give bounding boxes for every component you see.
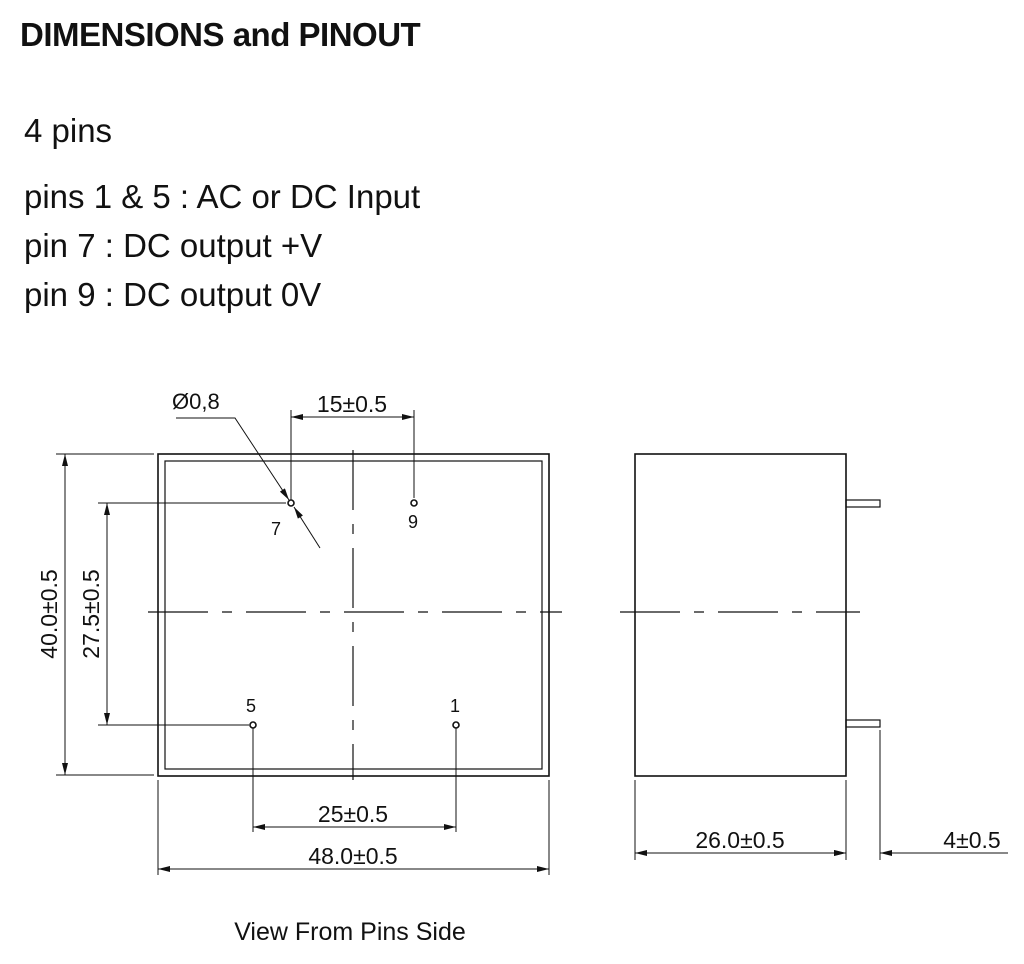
pin-1-hole [452,721,460,729]
pin-9-label: 9 [408,512,418,532]
pin-description-input: pins 1 & 5 : AC or DC Input [24,178,421,215]
front-view [56,410,562,875]
pin-9-hole [410,499,418,507]
hole-diameter-leader [176,417,290,501]
module-side-outline [634,453,847,777]
hole-diameter-label: Ø0,8 [172,389,220,414]
overall-width-label: 48.0±0.5 [308,843,397,869]
pin-5-label: 5 [246,696,256,716]
pin-description-list: pins 1 & 5 : AC or DC Input pin 7 : DC o… [24,172,420,319]
view-caption: View From Pins Side [234,918,466,946]
top-pin-spacing-label: 15±0.5 [317,391,387,417]
pin-7-hole [287,499,295,507]
pin-description-ground: pin 9 : DC output 0V [24,276,322,313]
pin-5-hole [249,721,257,729]
overall-height-label: 40.0±0.5 [36,569,62,658]
body-depth-label: 26.0±0.5 [695,827,784,853]
side-view [620,453,1008,860]
pin-count: 4 pins [24,112,113,149]
pin-row-spacing-label: 27.5±0.5 [78,569,104,658]
pin-description-positive: pin 7 : DC output +V [24,227,323,264]
pin-1-label: 1 [450,696,460,716]
side-pin-upper [845,499,881,508]
side-pin-lower [845,719,881,728]
hole-diameter-leader-tail [293,506,321,549]
page-title: DIMENSIONS and PINOUT [20,16,421,53]
bottom-pin-spacing-label: 25±0.5 [318,801,388,827]
diagram-labels: Ø0,8 15±0.5 7 9 5 1 25±0.5 48.0±0.5 40.0… [36,389,1001,869]
pin-length-label: 4±0.5 [943,827,1000,853]
pin-7-label: 7 [271,519,281,539]
